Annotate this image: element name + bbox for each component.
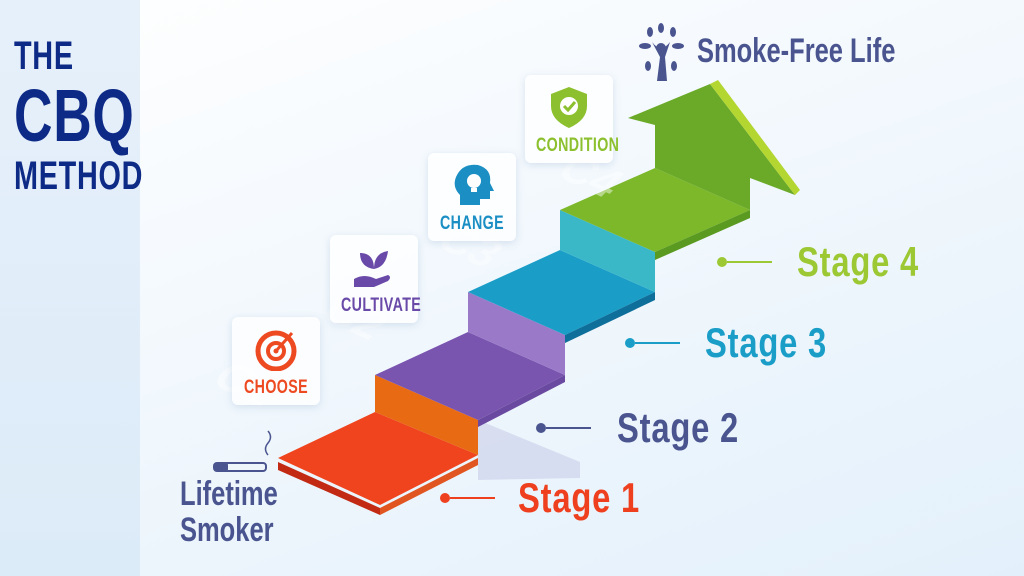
card-change: CHANGE [428, 153, 516, 241]
card-label: CONDITION [536, 135, 620, 156]
step-c3-side [565, 292, 655, 343]
stage-1-dot [440, 493, 450, 503]
start-label: Lifetime Smoker [180, 476, 310, 548]
step-c2-top [375, 332, 565, 420]
stage-4-dot [717, 257, 727, 267]
title-the: THE [14, 34, 74, 78]
stage-1-line [450, 497, 495, 499]
title-panel [0, 0, 140, 576]
stage-4-label: Stage 4 [797, 238, 919, 285]
card-choose: CHOOSE [232, 317, 320, 405]
stage-3-label: Stage 3 [705, 319, 827, 366]
step-c2-riser [375, 375, 478, 455]
card-condition: CONDITION [525, 75, 620, 163]
stage-2-label: Stage 2 [617, 404, 739, 451]
target-icon [255, 330, 297, 371]
step-c3-top [468, 250, 655, 335]
stage-3-line [635, 342, 680, 344]
shield-check-icon [551, 87, 587, 128]
step-c3-riser [468, 292, 565, 375]
stage-1-label: Stage 1 [518, 474, 640, 521]
start-line1: Lifetime [180, 475, 278, 513]
plant-hand-icon [354, 251, 390, 287]
step-c1-front [278, 462, 380, 515]
step-c1-top [278, 412, 478, 505]
card-label: CHOOSE [243, 377, 309, 398]
goal-label: Smoke-Free Life [697, 32, 896, 70]
arrow-edge [710, 80, 800, 195]
stage-2-dot [536, 423, 546, 433]
arrow-up [628, 84, 795, 210]
head-lightbulb-icon [454, 164, 494, 205]
step-c2-side [478, 375, 565, 427]
card-label: CHANGE [439, 213, 505, 234]
card-cultivate: CULTIVATE [330, 235, 422, 323]
stage-4-line [727, 261, 772, 263]
tree-person-icon [639, 23, 684, 81]
step-c4-side [655, 210, 750, 260]
step-reflection [478, 420, 580, 480]
card-label: CULTIVATE [341, 295, 422, 316]
stage-3-dot [625, 338, 635, 348]
start-line2: Smoker [180, 511, 274, 549]
title-cbq: CBQ [14, 74, 135, 157]
title-method: METHOD [14, 154, 144, 198]
step-c1-side [380, 458, 478, 515]
cigarette-icon [213, 430, 272, 472]
step-c4-riser [560, 210, 655, 292]
stage-2-line [546, 427, 591, 429]
